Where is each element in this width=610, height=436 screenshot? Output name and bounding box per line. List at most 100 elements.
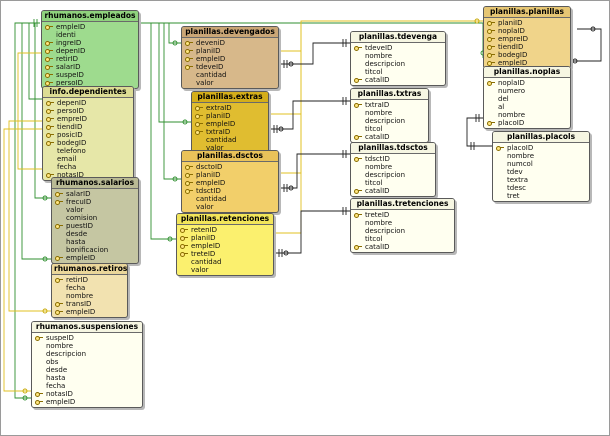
field-row[interactable]: empleID — [32, 398, 142, 406]
field-row[interactable]: empleID — [182, 55, 278, 63]
field-row[interactable]: titcol — [351, 235, 454, 243]
table-title[interactable]: planillas.devengados — [182, 27, 278, 38]
field-row[interactable]: empleID — [42, 23, 138, 31]
field-row[interactable]: hasta — [52, 238, 138, 246]
field-row[interactable]: tdsctID — [351, 155, 435, 163]
field-row[interactable]: txtraID — [192, 128, 268, 136]
field-row[interactable]: empleID — [484, 59, 570, 67]
field-row[interactable]: bonificacion — [52, 246, 138, 254]
table-title[interactable]: rhumanos.salarios — [52, 178, 138, 189]
field-row[interactable]: desde — [52, 230, 138, 238]
field-row[interactable]: deveniD — [182, 39, 278, 47]
field-row[interactable]: notasID — [43, 171, 133, 179]
field-row[interactable]: planiID — [182, 171, 278, 179]
field-row[interactable]: empleID — [52, 254, 138, 262]
field-row[interactable]: empreID — [484, 35, 570, 43]
field-row[interactable]: catalID — [351, 76, 445, 84]
field-row[interactable]: bodegID — [43, 139, 133, 147]
field-row[interactable]: al — [484, 103, 570, 111]
field-row[interactable]: frecuID — [52, 198, 138, 206]
field-row[interactable]: bodegID — [484, 51, 570, 59]
field-row[interactable]: retenID — [177, 226, 273, 234]
field-row[interactable]: fecha — [52, 284, 127, 292]
field-row[interactable]: tdeveID — [351, 44, 445, 52]
table-title[interactable]: planillas.tdsctos — [351, 143, 435, 154]
field-row[interactable]: nombre — [351, 52, 445, 60]
field-row[interactable]: depenID — [43, 99, 133, 107]
field-row[interactable]: planiID — [192, 112, 268, 120]
field-row[interactable]: noplaID — [484, 27, 570, 35]
field-row[interactable]: persoID — [43, 107, 133, 115]
field-row[interactable]: catalID — [351, 243, 454, 251]
field-row[interactable]: fecha — [32, 382, 142, 390]
table-title[interactable]: planillas.planillas — [484, 7, 570, 18]
field-row[interactable]: suspeID — [42, 71, 138, 79]
field-row[interactable]: depenID — [42, 47, 138, 55]
field-row[interactable]: catalID — [351, 133, 428, 141]
field-row[interactable]: identi — [42, 31, 138, 39]
field-row[interactable]: descripcion — [351, 171, 435, 179]
field-row[interactable]: tiendID — [484, 43, 570, 51]
field-row[interactable]: hasta — [32, 374, 142, 382]
field-row[interactable]: planiID — [484, 19, 570, 27]
field-row[interactable]: descripcion — [351, 60, 445, 68]
field-row[interactable]: tdsctID — [182, 187, 278, 195]
field-row[interactable]: comision — [52, 214, 138, 222]
field-row[interactable]: notasID — [32, 390, 142, 398]
field-row[interactable]: tiendID — [43, 123, 133, 131]
table-title[interactable]: info.dependientes — [43, 87, 133, 98]
field-row[interactable]: valor — [177, 266, 273, 274]
field-row[interactable]: nombre — [52, 292, 127, 300]
field-row[interactable]: planiID — [177, 234, 273, 242]
field-row[interactable]: retirID — [52, 276, 127, 284]
table-title[interactable]: rhumanos.retiros — [52, 264, 128, 275]
field-row[interactable]: persoID — [42, 79, 138, 87]
field-row[interactable]: valor — [182, 79, 278, 87]
field-row[interactable]: descripcion — [351, 227, 454, 235]
field-row[interactable]: textra — [493, 176, 589, 184]
field-row[interactable]: telefono — [43, 147, 133, 155]
field-row[interactable]: nombre — [32, 342, 142, 350]
field-row[interactable]: fecha — [43, 163, 133, 171]
field-row[interactable]: planiID — [182, 47, 278, 55]
field-row[interactable]: descripcion — [351, 117, 428, 125]
field-row[interactable]: nombre — [351, 109, 428, 117]
field-row[interactable]: suspeID — [32, 334, 142, 342]
field-row[interactable]: cantidad — [182, 195, 278, 203]
field-row[interactable]: obs — [32, 358, 142, 366]
field-row[interactable]: transID — [52, 300, 127, 308]
field-row[interactable]: empleID — [177, 242, 273, 250]
field-row[interactable]: puestID — [52, 222, 138, 230]
field-row[interactable]: titcol — [351, 179, 435, 187]
field-row[interactable]: salarID — [52, 190, 138, 198]
table-title[interactable]: planillas.noplas — [484, 67, 570, 78]
table-title[interactable]: planillas.retenciones — [177, 214, 273, 225]
field-row[interactable]: placoID — [493, 144, 589, 152]
table-title[interactable]: planillas.tretenciones — [351, 199, 454, 210]
field-row[interactable]: nombre — [351, 163, 435, 171]
field-row[interactable]: empleID — [52, 308, 127, 316]
field-row[interactable]: extraID — [192, 104, 268, 112]
table-title[interactable]: planillas.extras — [192, 92, 268, 103]
field-row[interactable]: empleID — [182, 179, 278, 187]
field-row[interactable]: catalID — [351, 187, 435, 195]
table-title[interactable]: planillas.tdevenga — [351, 32, 445, 43]
table-title[interactable]: rhumanos.suspensiones — [32, 322, 142, 333]
field-row[interactable]: placoID — [484, 119, 570, 127]
field-row[interactable]: valor — [52, 206, 138, 214]
table-title[interactable]: planillas.txtras — [351, 89, 428, 100]
field-row[interactable]: cantidad — [192, 136, 268, 144]
field-row[interactable]: treteID — [351, 211, 454, 219]
